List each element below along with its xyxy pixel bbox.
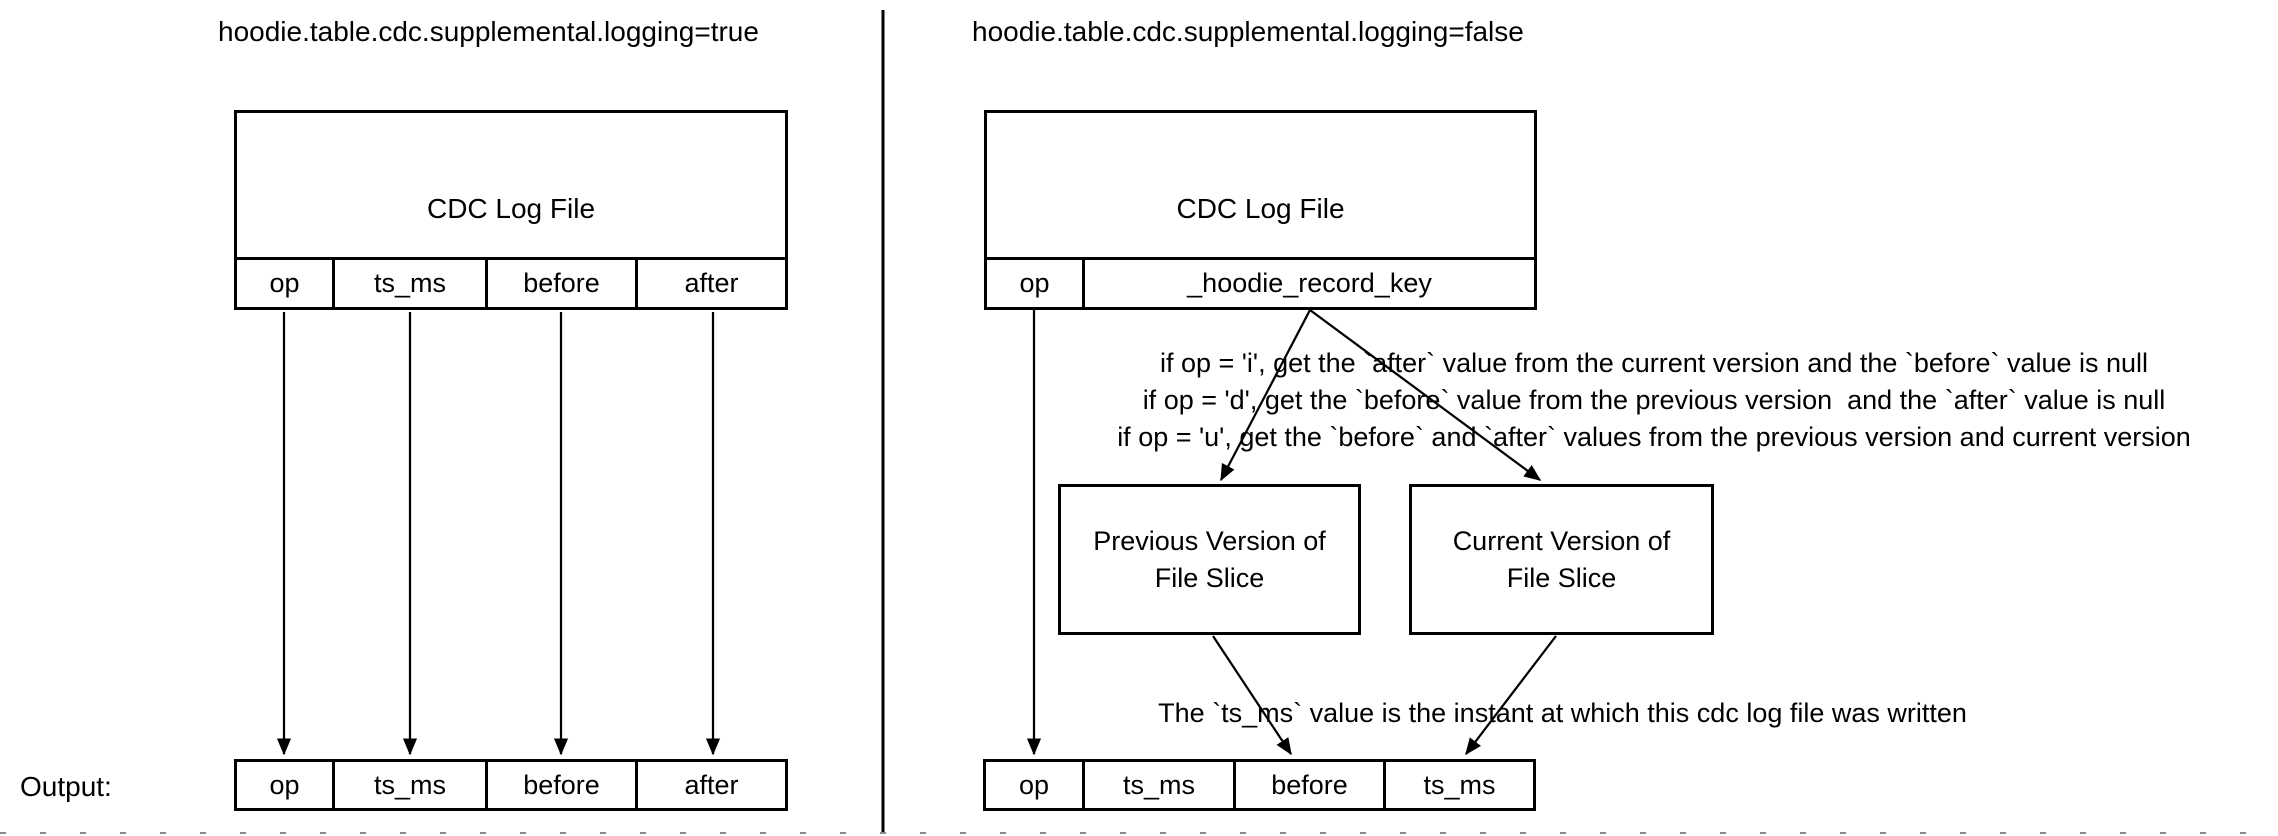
left-col-after: after — [684, 268, 739, 298]
right-cdc-log-file-box: CDC Log File — [984, 110, 1537, 260]
left-cdc-log-file-label: CDC Log File — [426, 193, 596, 224]
left-out-after: after — [684, 769, 739, 800]
left-col-ts-ms: ts_ms — [335, 260, 488, 307]
left-out-ts-ms: ts_ms — [335, 762, 488, 808]
right-out-ts-ms: ts_ms — [1085, 762, 1236, 808]
ts-ms-note: The `ts_ms` value is the instant at whic… — [1158, 698, 1967, 728]
left-output-row: op ts_ms before after — [234, 759, 788, 811]
left-col-op: op — [237, 260, 335, 307]
arrow-current-version-to-output-ts-ms — [1465, 635, 1557, 756]
left-cdc-log-file-box: CDC Log File — [234, 110, 788, 260]
op-rule-update: if op = 'u', get the `before` and `after… — [1117, 422, 2191, 452]
right-out-ts-ms-2: ts_ms — [1423, 769, 1496, 800]
right-cdc-columns-row: op _hoodie_record_key — [984, 257, 1537, 310]
left-col-before: before — [488, 260, 638, 307]
right-panel-title: hoodie.table.cdc.supplemental.logging=fa… — [972, 16, 1524, 47]
right-output-row: op ts_ms before ts_ms — [983, 759, 1536, 811]
right-cdc-log-file-label: CDC Log File — [1176, 193, 1345, 224]
arrow-previous-version-to-output-before — [1212, 635, 1292, 756]
right-col-op: op — [987, 260, 1085, 307]
left-cdc-columns-row: op ts_ms before after — [234, 257, 788, 310]
current-version-file-slice-box: Current Version of File Slice — [1409, 484, 1714, 635]
previous-version-file-slice-box: Previous Version of File Slice — [1058, 484, 1361, 635]
current-version-line1: Current Version of — [1452, 525, 1671, 556]
op-rules-text: if op = 'i', get the `after` value from … — [1030, 345, 2278, 456]
left-out-op: op — [237, 762, 335, 808]
previous-version-line1: Previous Version of — [1093, 525, 1326, 556]
output-label: Output: — [20, 771, 112, 802]
current-version-line2: File Slice — [1506, 562, 1617, 593]
previous-version-line2: File Slice — [1154, 562, 1265, 593]
op-rule-delete: if op = 'd', get the `before` value from… — [1142, 385, 2166, 415]
right-out-op: op — [986, 762, 1085, 808]
right-col-hoodie-record-key: _hoodie_record_key — [1187, 268, 1432, 298]
op-rule-insert: if op = 'i', get the `after` value from … — [1159, 348, 2149, 378]
left-out-before: before — [488, 762, 638, 808]
left-panel-title: hoodie.table.cdc.supplemental.logging=tr… — [218, 16, 759, 47]
right-out-before: before — [1236, 762, 1386, 808]
